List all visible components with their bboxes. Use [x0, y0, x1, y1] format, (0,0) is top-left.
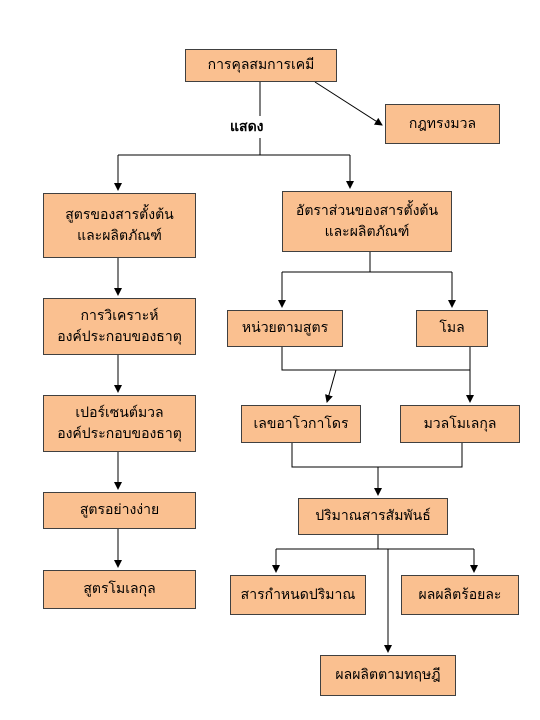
node-avogadro: เลขอาโวกาโดร	[241, 405, 361, 443]
node-formula-reactants: สูตรของสารตั้งต้น และผลิตภัณฑ์	[43, 193, 196, 258]
node-analysis: การวิเคราะห์ องค์ประกอบของธาตุ	[43, 298, 196, 355]
label-shows: แสดง	[228, 116, 266, 138]
connector-join-avogadro-mass	[291, 443, 463, 468]
node-mixing: การคุลสมการเคมี	[185, 49, 337, 82]
node-mole: โมล	[416, 310, 488, 347]
node-limiting: สารกำหนดปริมาณ	[230, 575, 366, 615]
node-stoichiometry: ปริมาณสารสัมพันธ์	[298, 498, 448, 535]
node-percent-yield: ผลผลิตร้อยละ	[401, 575, 519, 615]
node-law: กฎทรงมวล	[385, 104, 500, 144]
node-percent-mass: เปอร์เซนต์มวล องค์ประกอบของธาตุ	[43, 395, 196, 452]
connector-to-avogadro	[325, 369, 337, 403]
connector-mixing-law	[314, 81, 383, 126]
node-molecular: สูตรโมเลกุล	[43, 570, 196, 609]
node-empirical: สูตรอย่างง่าย	[43, 492, 196, 529]
node-molar-mass: มวลโมเลกุล	[400, 405, 520, 443]
node-theoretical-yield: ผลผลิตตามทฤษฎี	[320, 655, 456, 696]
node-formula-unit: หน่วยตามสูตร	[227, 310, 343, 347]
connector-join-units-mole	[281, 347, 470, 371]
node-ratio-reactants: อัตราส่วนของสารตั้งต้น และผลิตภัณฑ์	[282, 191, 452, 252]
